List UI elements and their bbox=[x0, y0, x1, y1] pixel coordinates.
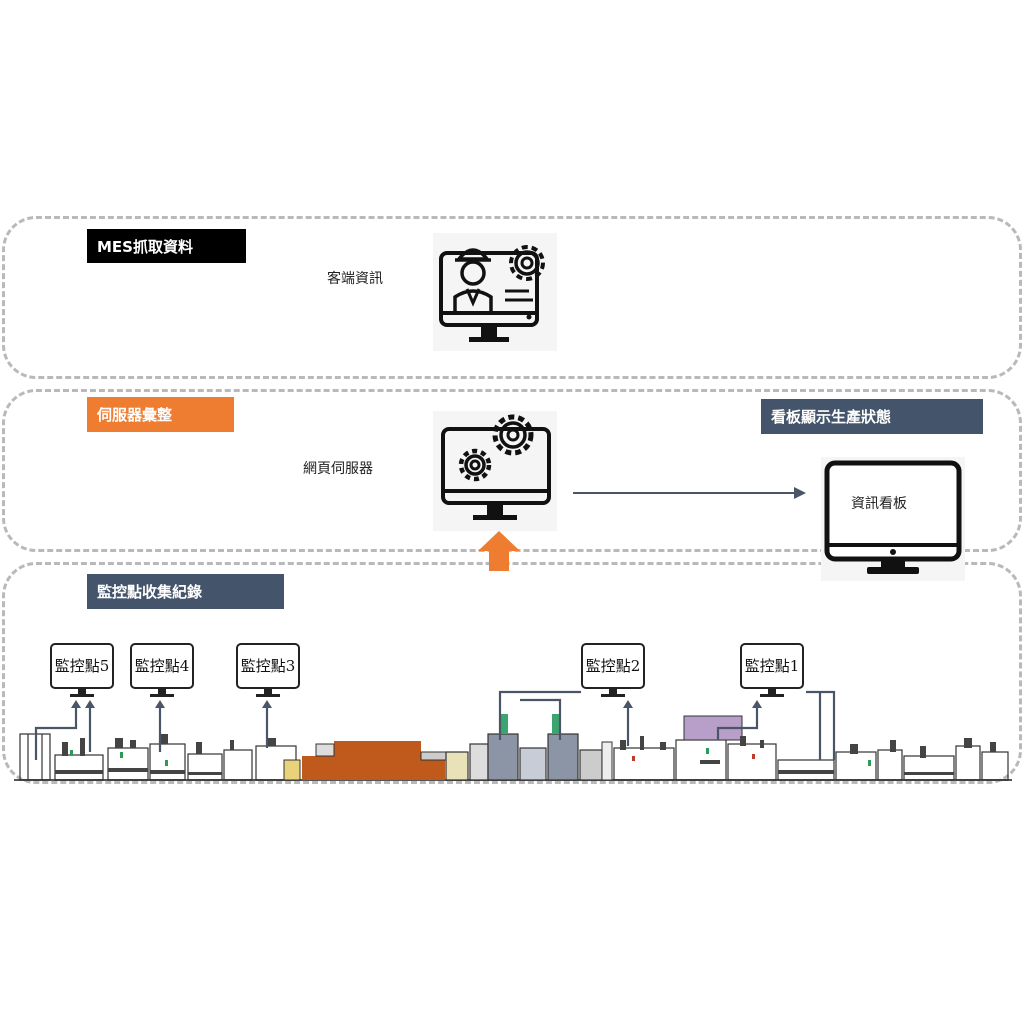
monitor-point-1: 監控點1 bbox=[740, 643, 804, 701]
monitor-point-5-label: 監控點5 bbox=[54, 657, 110, 675]
monitor-point-3-label: 監控點3 bbox=[240, 657, 296, 675]
monitor-point-4: 監控點4 bbox=[130, 643, 194, 701]
web-server-caption: 網頁伺服器 bbox=[303, 461, 373, 477]
server-gear-monitor-icon bbox=[433, 411, 557, 531]
monitor-point-1-label: 監控點1 bbox=[744, 657, 800, 675]
monitor-point-2: 監控點2 bbox=[581, 643, 645, 701]
info-board-label: 資訊看板 bbox=[851, 496, 907, 512]
client-info-caption: 客端資訊 bbox=[327, 271, 383, 287]
upload-arrow-icon bbox=[478, 531, 520, 571]
monitor-point-5: 監控點5 bbox=[50, 643, 114, 701]
monitor-point-4-label: 監控點4 bbox=[134, 657, 190, 675]
monitor-collect-tag: 監控點收集紀錄 bbox=[87, 574, 284, 609]
monitor-point-3: 監控點3 bbox=[236, 643, 300, 701]
engineer-monitor-icon bbox=[433, 233, 557, 351]
layer-band-top bbox=[2, 216, 1022, 379]
monitor-point-2-label: 監控點2 bbox=[585, 657, 641, 675]
server-tag: 伺服器彙整 bbox=[87, 397, 234, 432]
board-status-tag: 看板顯示生產狀態 bbox=[761, 399, 983, 434]
info-board-monitor-icon bbox=[821, 457, 965, 581]
mes-tag: MES抓取資料 bbox=[87, 229, 246, 263]
layer-band-bottom bbox=[2, 562, 1022, 784]
